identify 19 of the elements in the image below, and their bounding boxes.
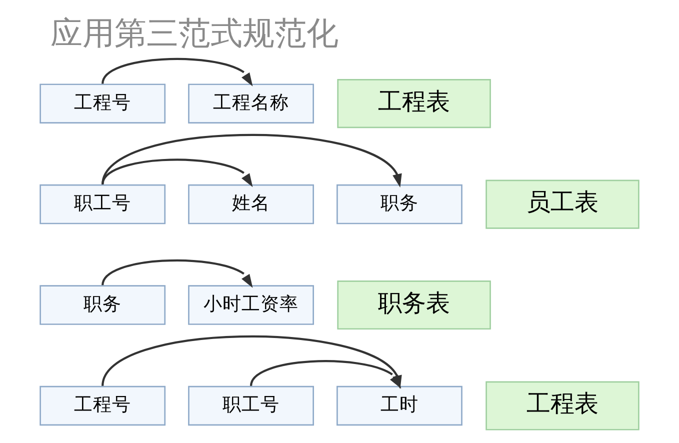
- node-box: 工程表: [486, 381, 640, 430]
- node-box: 工程表: [337, 79, 491, 128]
- node-box: 职务表: [337, 280, 491, 330]
- node-box: 职工号: [188, 386, 314, 426]
- arrow: [102, 158, 253, 188]
- arrow: [102, 134, 402, 188]
- node-box: 职务: [40, 285, 166, 325]
- arrow: [102, 259, 253, 288]
- arrow: [102, 58, 253, 86]
- node-box: 工程号: [40, 84, 166, 124]
- node-box: 工时: [336, 386, 462, 426]
- node-box: 职工号: [40, 184, 166, 224]
- node-box: 员工表: [486, 180, 640, 229]
- node-box: 职务: [336, 184, 462, 224]
- diagram-title: 应用第三范式规范化: [50, 15, 339, 52]
- node-box: 小时工资率: [188, 285, 314, 325]
- node-box: 姓名: [188, 184, 314, 224]
- node-box: 工程名称: [188, 84, 314, 124]
- node-box: 工程号: [40, 386, 166, 426]
